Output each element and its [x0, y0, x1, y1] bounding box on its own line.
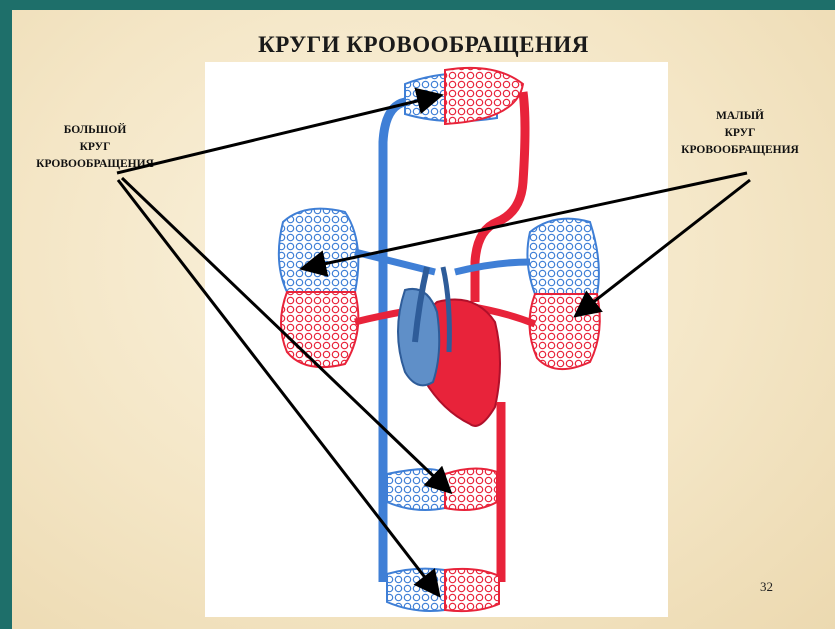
slide: КРУГИ КРОВООБРАЩЕНИЯ БОЛЬШОЙ КРУГ КРОВОО… [12, 10, 835, 629]
arrow-pulmonary-to-left-lung [305, 173, 747, 268]
arrow-systemic-to-middle-bed [122, 178, 448, 490]
arrows-overlay [12, 10, 835, 629]
arrow-pulmonary-to-right-lung [578, 180, 750, 314]
arrow-systemic-to-top-bed [117, 96, 438, 173]
page-number: 32 [760, 579, 773, 595]
arrow-systemic-to-bottom-bed [118, 180, 437, 593]
